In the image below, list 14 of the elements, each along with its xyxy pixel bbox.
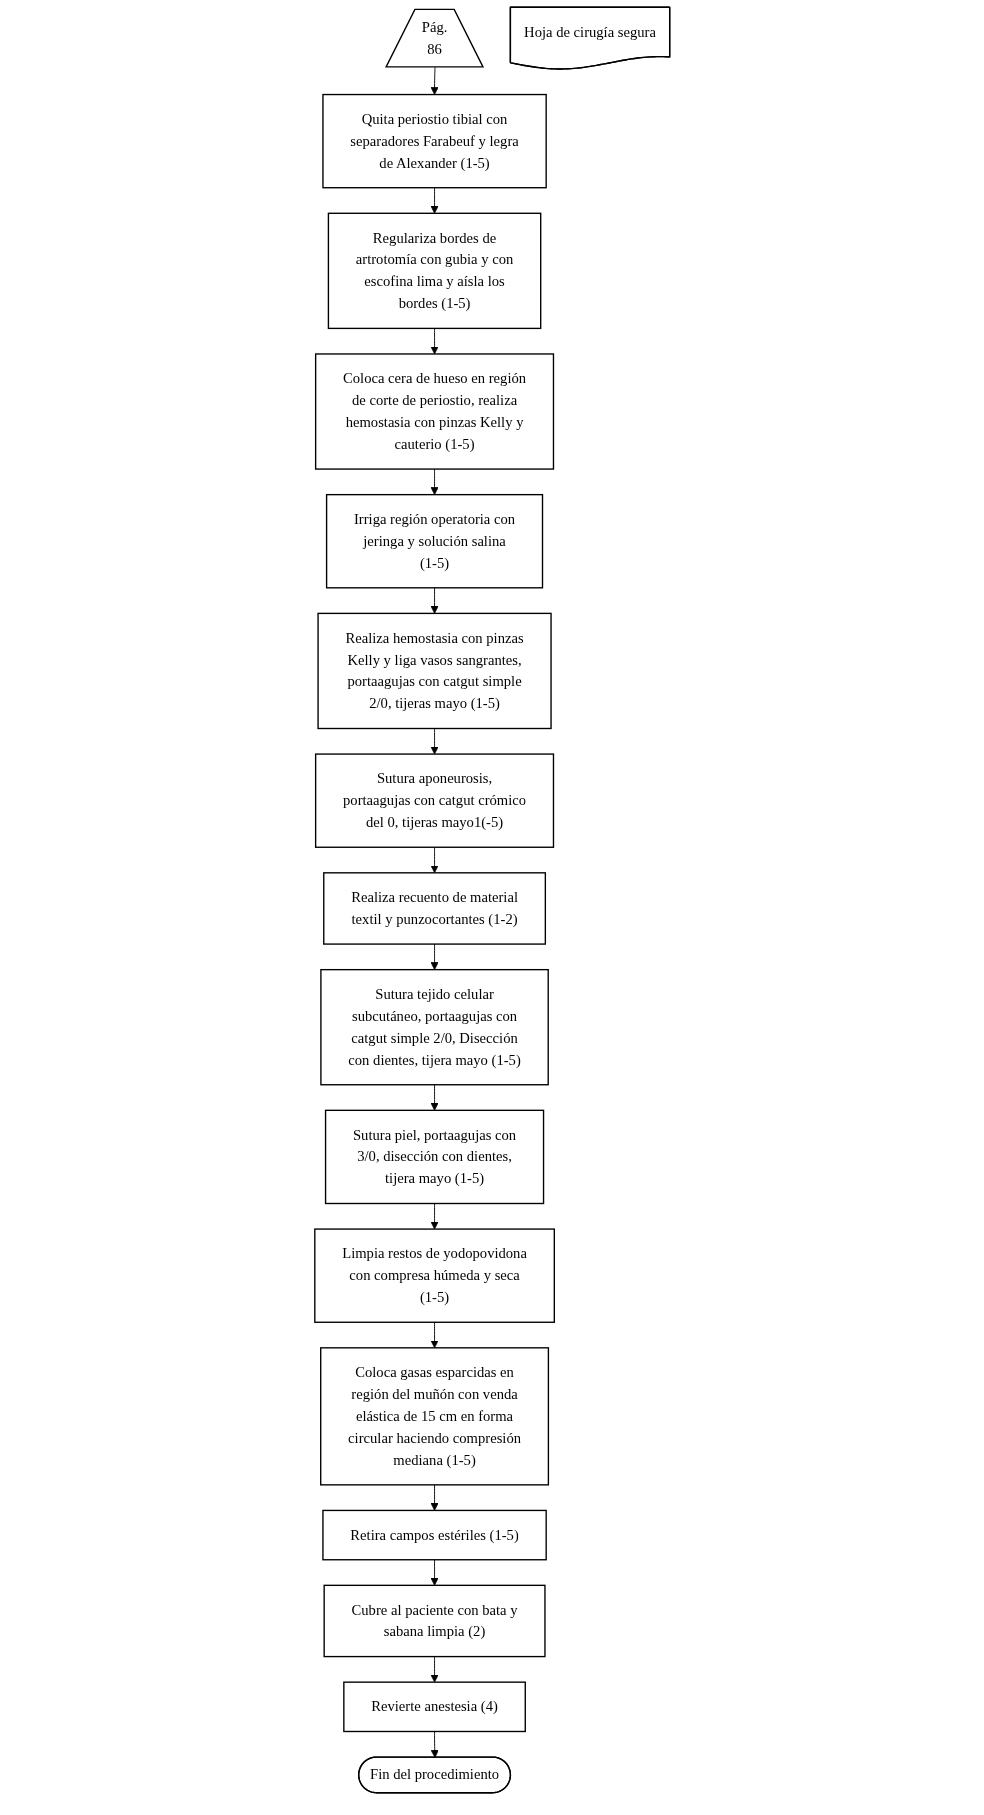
- node-box: Sutura aponeurosis, portaagujas con catgut crómico del 0, tijeras mayo1(-5): [314, 753, 554, 848]
- node-box: Regulariza bordes de artrotomía con gubia y con escofina lima y aísla los bordes (1-5): [327, 212, 542, 330]
- node-box: Cubre al paciente con bata y sabana limpia (2): [323, 1584, 546, 1658]
- node-box: Quita periostio tibial con separadores Farabeuf y legra de Alexander (1-5): [322, 93, 547, 189]
- node-box: Sutura piel, portaagujas con 3/0, disección con dientes, tijera mayo (1-5): [324, 1109, 544, 1205]
- node-box: Retira campos estériles (1-5): [322, 1509, 547, 1561]
- node-box: Realiza hemostasia con pinzas Kelly y liga vasos sangrantes, portaagujas con catgut simple 2/0, tijeras mayo (1-5): [317, 612, 552, 730]
- node-box: Realiza recuento de material textil y punzocortantes (1-2): [322, 872, 546, 945]
- node-box: Coloca gasas esparcidas en región del muñón con venda elástica de 15 cm en forma circular haciendo compresión mediana (1-5): [319, 1347, 549, 1486]
- node-box: Irriga región operatoria con jeringa y solución salina (1-5): [325, 493, 543, 589]
- node-box: Sutura tejido celular subcutáneo, portaagujas con catgut simple 2/0, Disección con dientes, tijera mayo (1-5): [319, 968, 549, 1086]
- node-box: Limpia restos de yodopovidona con compresa húmeda y seca (1-5): [313, 1228, 555, 1323]
- node-box: Coloca cera de hueso en región de corte de periostio, realiza hemostasia con pinzas Kelly y cauterio (1-5): [314, 353, 554, 470]
- node-box: Revierte anestesia (4): [342, 1681, 526, 1733]
